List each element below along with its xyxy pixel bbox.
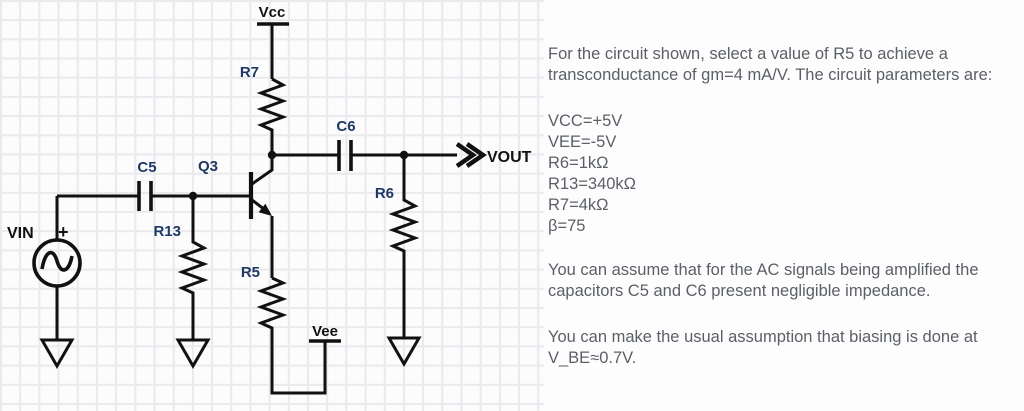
output-net: C6 VOUT	[267, 118, 532, 171]
r6-label: R6	[375, 185, 394, 202]
vcc-label: Vcc	[259, 4, 286, 21]
vout-label: VOUT	[487, 149, 532, 166]
capacitor-c6-plates	[337, 140, 353, 171]
ground-symbol	[175, 338, 211, 370]
r7-label: R7	[240, 64, 259, 81]
circuit-diagram: Vcc R7 C6 VOUT	[7, 4, 532, 395]
c5-label: C5	[137, 159, 156, 176]
parameter-beta: β=75	[548, 217, 586, 235]
schematic-canvas: Vcc R7 C6 VOUT	[0, 0, 544, 411]
vee-label: Vee	[312, 323, 338, 340]
parameter-r13: R13=340kΩ	[548, 175, 637, 193]
ground-symbol	[386, 336, 422, 368]
r13-label: R13	[153, 223, 181, 240]
parameter-vee: VEE=-5V	[548, 133, 617, 151]
input-net: C5	[57, 159, 251, 211]
parameter-r7: R7=4kΩ	[548, 196, 609, 214]
resistor-r6: R6	[375, 155, 422, 368]
r5-label: R5	[241, 264, 260, 281]
vout-chevron-icon	[455, 142, 477, 168]
assumption-ac: You can assume that for the AC signals b…	[548, 261, 979, 300]
parameter-vcc: VCC=+5V	[548, 112, 623, 130]
parameter-list: VCC=+5V VEE=-5V R6=1kΩ R13=340kΩ R7=4kΩ …	[548, 111, 1018, 237]
resistor-r13: R13	[153, 196, 211, 370]
transistor-q3: Q3	[198, 155, 274, 278]
vout-chevron-icon	[465, 142, 487, 168]
resistor-r5-vee: R5 Vee	[241, 264, 341, 395]
problem-statement: For the circuit shown, select a value of…	[545, 0, 1024, 411]
vin-label: VIN	[7, 225, 34, 242]
q3-collector	[251, 155, 274, 186]
c6-label: C6	[336, 118, 355, 135]
resistor-r7: R7	[240, 64, 288, 155]
parameter-r6: R6=1kΩ	[548, 154, 609, 172]
ground-symbol	[39, 338, 75, 370]
q3-emitter-arrow-icon	[258, 203, 272, 216]
plus-sign: +	[58, 222, 69, 242]
sine-wave-icon	[40, 250, 74, 272]
capacitor-c5-plates	[137, 181, 153, 211]
vcc-rail: Vcc	[257, 4, 289, 79]
q3-label: Q3	[198, 158, 218, 175]
assumption-bias: You can make the usual assumption that b…	[548, 328, 978, 367]
vin-source: VIN +	[7, 196, 82, 370]
problem-intro: For the circuit shown, select a value of…	[548, 45, 993, 84]
